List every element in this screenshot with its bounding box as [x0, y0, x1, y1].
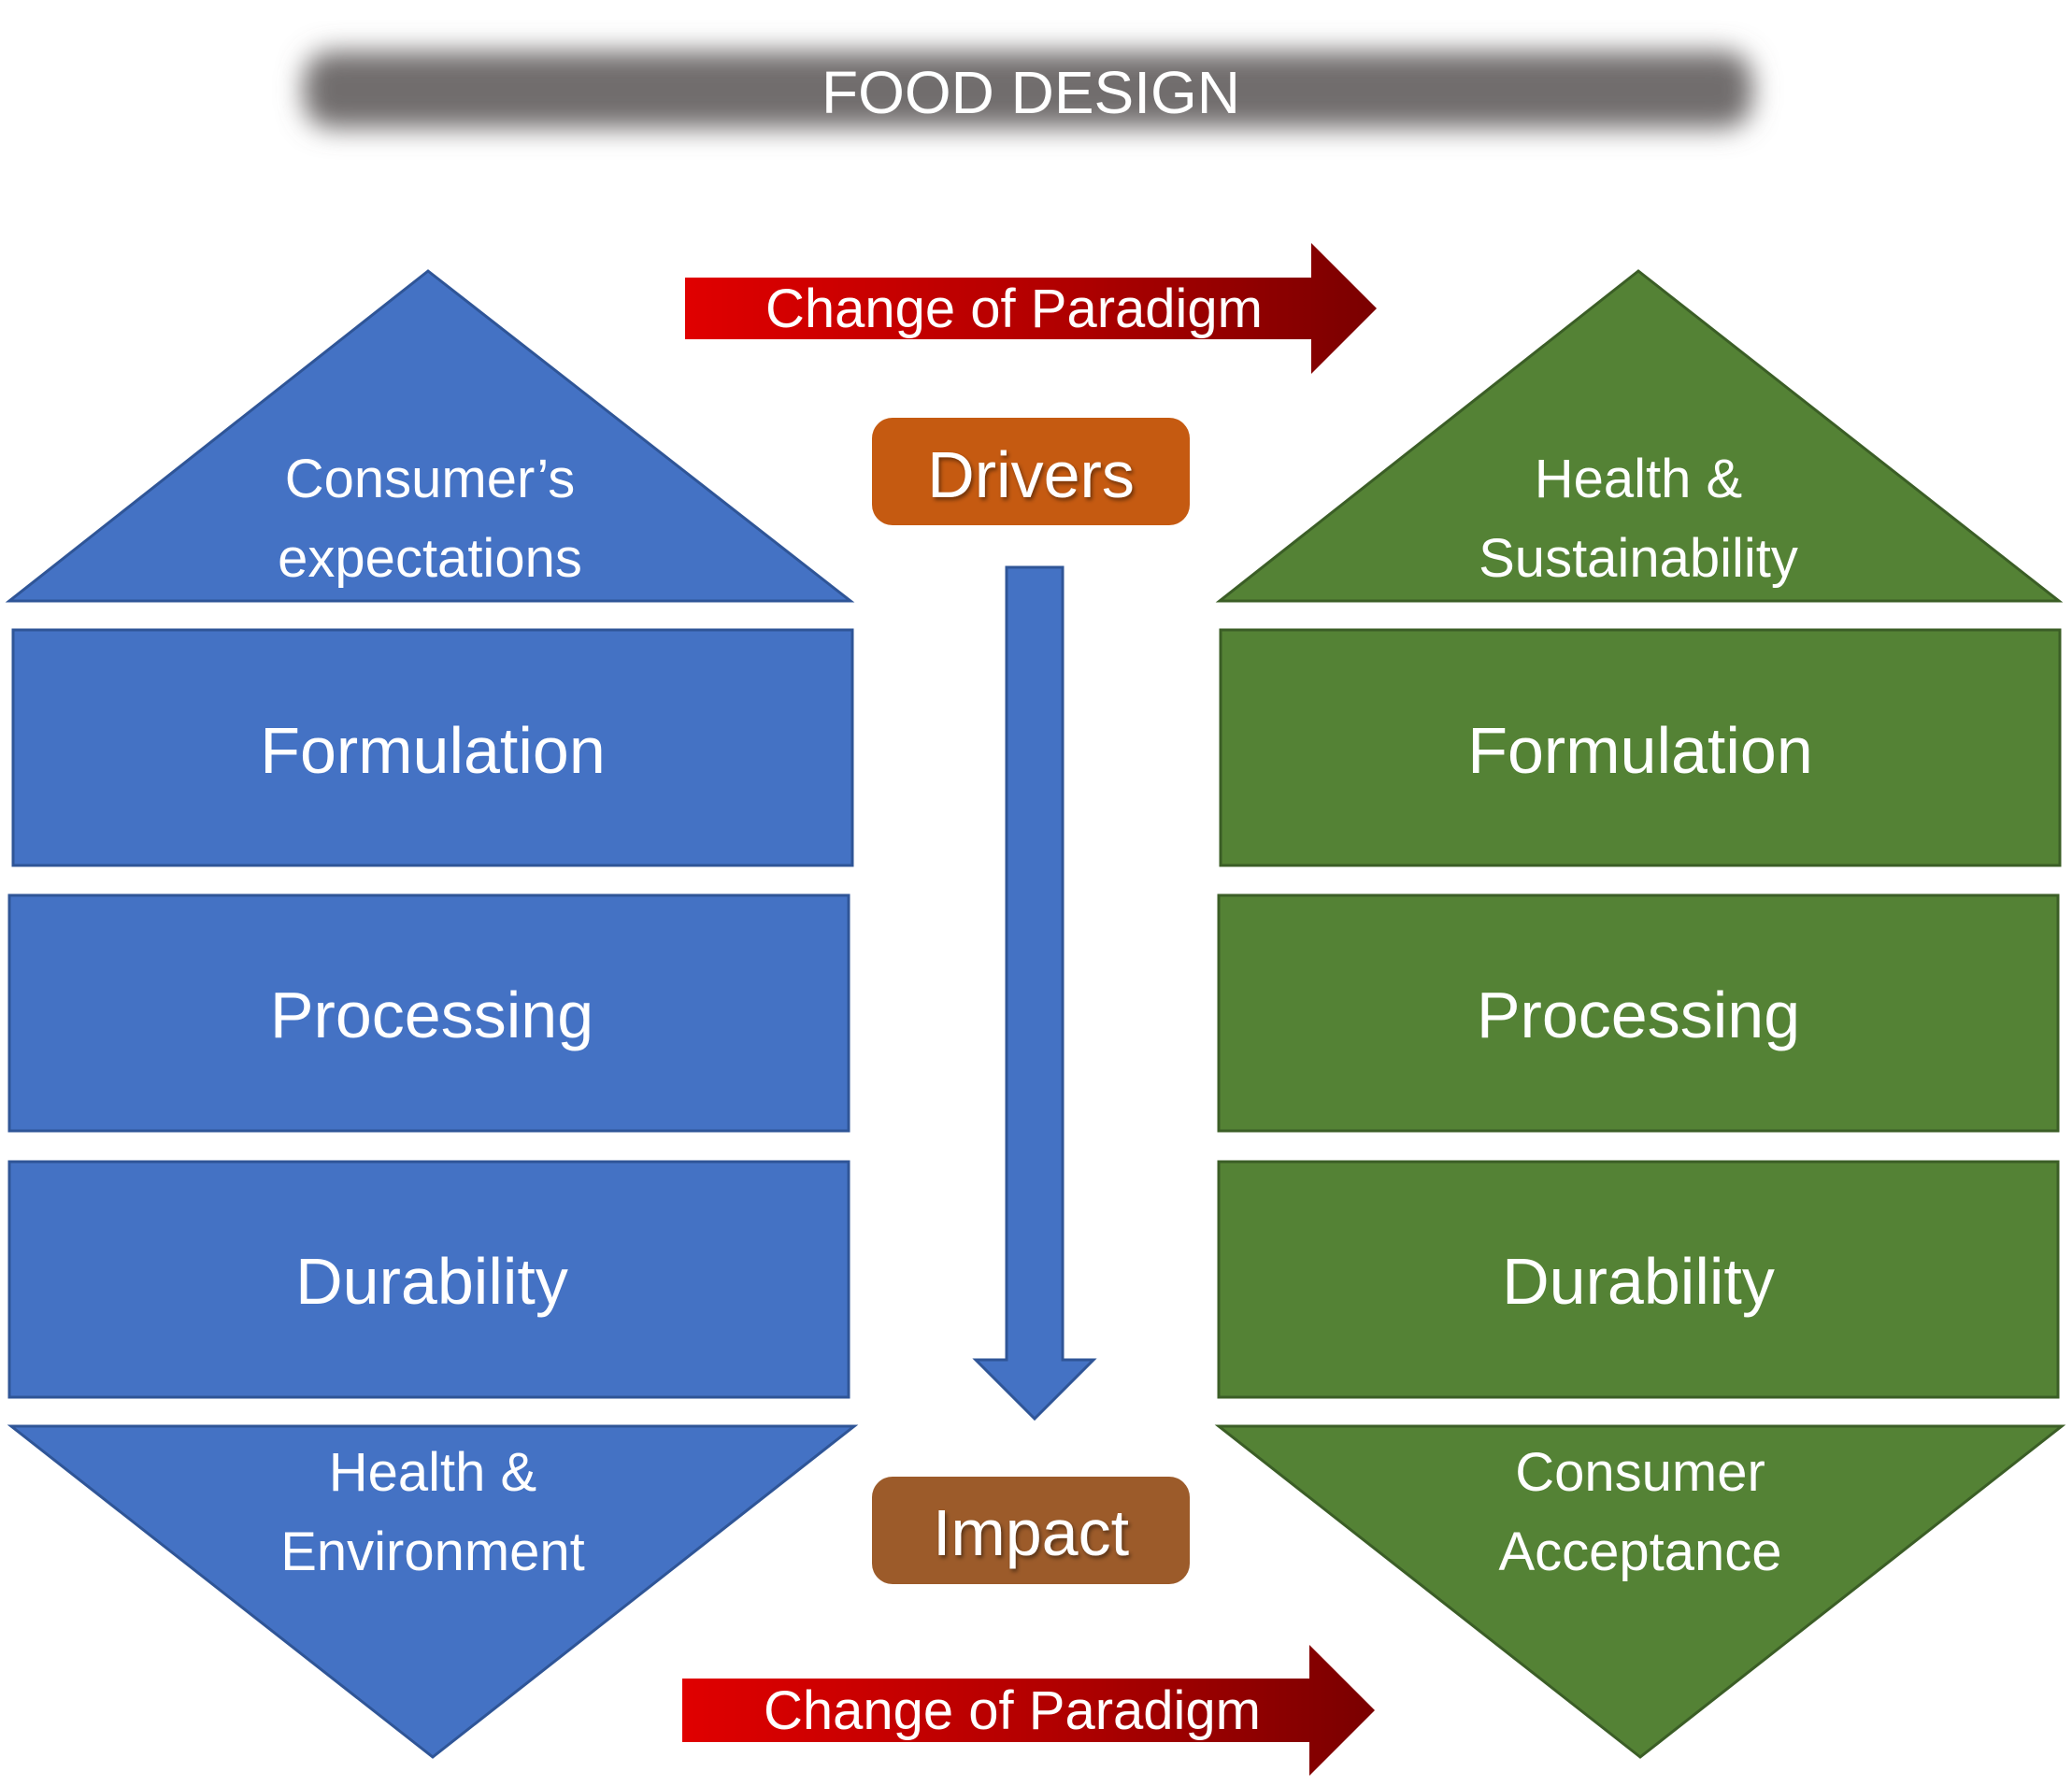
right-row-formulation-label: Formulation — [1467, 714, 1813, 787]
left-top-label-line1: Consumer’s — [285, 449, 576, 509]
right-top-label-line1: Health & — [1535, 449, 1742, 509]
paradigm-arrow-top — [685, 243, 1377, 374]
paradigm-arrow-bottom-label: Change of Paradigm — [764, 1680, 1261, 1741]
left-top-triangle — [5, 269, 855, 603]
right-row-formulation — [1219, 628, 2062, 867]
down-arrow — [972, 565, 1097, 1422]
right-bottom-label-line1: Consumer — [1515, 1442, 1765, 1503]
right-row-processing-label: Processing — [1477, 979, 1800, 1051]
left-row-durability — [7, 1160, 850, 1399]
right-row-durability-label: Durability — [1502, 1245, 1775, 1318]
left-bottom-label-line2: Environment — [280, 1522, 585, 1582]
right-top-triangle — [1215, 269, 2064, 603]
paradigm-arrow-top-label: Change of Paradigm — [765, 279, 1263, 339]
left-row-formulation — [11, 628, 854, 867]
right-column: Health & Sustainability Formulation Proc… — [1214, 269, 2066, 1759]
right-row-processing — [1217, 893, 2060, 1133]
title-banner: FOOD DESIGN — [304, 51, 1752, 128]
left-column: Consumer’s expectations Formulation Proc… — [5, 269, 859, 1759]
impact-label: Impact — [933, 1496, 1129, 1569]
left-bottom-label-line1: Health & — [329, 1442, 536, 1503]
right-top-label-line2: Sustainability — [1479, 528, 1798, 589]
right-bottom-label-line2: Acceptance — [1498, 1522, 1781, 1582]
diagram-title: FOOD DESIGN — [822, 59, 1240, 126]
center-column: Change of Paradigm Drivers Impact Change… — [682, 243, 1377, 1776]
right-row-durability — [1217, 1160, 2060, 1399]
left-bottom-triangle — [7, 1424, 859, 1759]
title-bar-shape — [304, 51, 1752, 128]
impact-badge — [872, 1477, 1190, 1584]
left-row-formulation-label: Formulation — [260, 714, 606, 787]
right-bottom-triangle — [1214, 1424, 2066, 1759]
paradigm-arrow-bottom — [682, 1645, 1375, 1776]
left-row-processing — [7, 893, 850, 1133]
left-top-label-line2: expectations — [278, 528, 582, 589]
left-row-processing-label: Processing — [270, 979, 593, 1051]
drivers-badge — [872, 418, 1190, 525]
drivers-label: Drivers — [927, 438, 1135, 511]
left-row-durability-label: Durability — [295, 1245, 568, 1318]
